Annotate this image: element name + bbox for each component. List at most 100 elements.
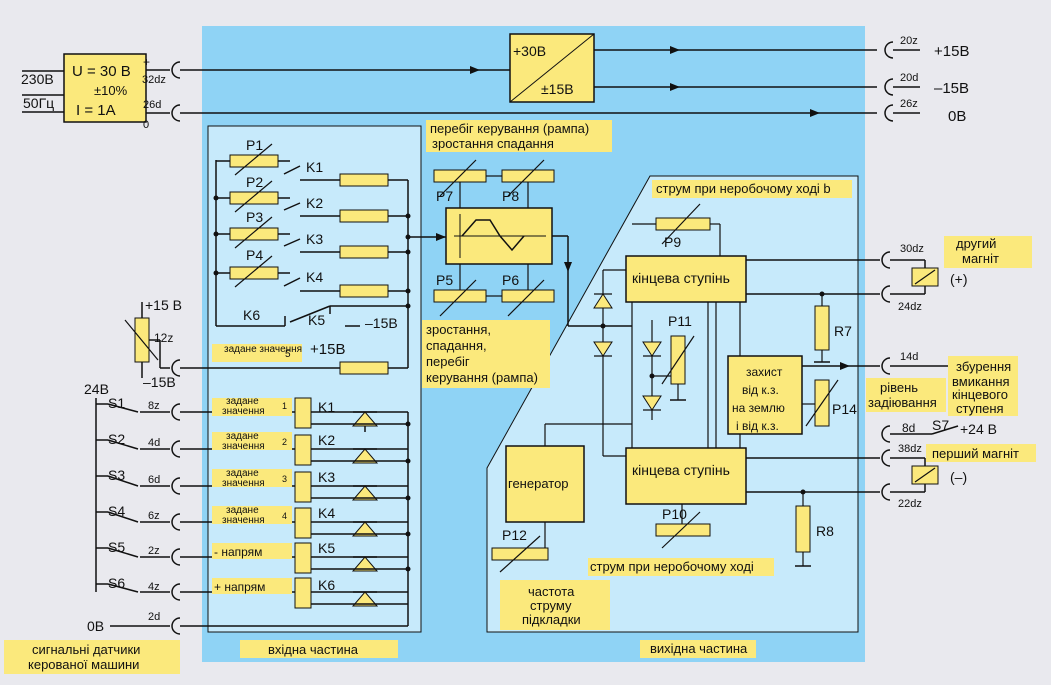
svg-text:5: 5 xyxy=(285,349,291,360)
svg-text:6z: 6z xyxy=(148,510,160,522)
svg-text:230В: 230В xyxy=(21,71,54,87)
switch-row-1: S1 8z задане значення 1 K1 xyxy=(96,395,411,432)
svg-text:значення: значення xyxy=(222,441,265,452)
svg-text:20d: 20d xyxy=(900,72,918,84)
svg-text:U = 30 В: U = 30 В xyxy=(72,63,131,80)
svg-text:зростання,: зростання, xyxy=(426,322,491,337)
svg-text:50Гц: 50Гц xyxy=(23,95,54,111)
input-section-caption: вхідна частина xyxy=(268,642,359,657)
svg-text:K4: K4 xyxy=(318,505,335,521)
svg-text:задане значення: задане значення xyxy=(224,344,302,355)
svg-text:K3: K3 xyxy=(318,469,335,485)
svg-text:на землю: на землю xyxy=(732,401,785,415)
svg-text:керування (рампа): керування (рампа) xyxy=(426,370,538,385)
svg-text:3: 3 xyxy=(282,474,287,484)
svg-text:0: 0 xyxy=(143,119,149,131)
svg-text:задане: задане xyxy=(226,468,259,479)
svg-text:S4: S4 xyxy=(108,503,125,519)
svg-text:R8: R8 xyxy=(816,523,834,539)
ramp-generator: перебіг керування (рампа) зростання спад… xyxy=(422,120,632,388)
svg-text:від к.з.: від к.з. xyxy=(742,383,779,397)
svg-text:спадання,: спадання, xyxy=(426,338,487,353)
switch-row-3: S3 6d задане значення 3 K3 xyxy=(96,467,411,503)
svg-text:S1: S1 xyxy=(108,395,125,411)
svg-text:+15 В: +15 В xyxy=(145,297,182,313)
svg-text:P14: P14 xyxy=(832,401,857,417)
svg-text:±10%: ±10% xyxy=(94,83,128,98)
power-supply: U = 30 В ±10% I = 1A + 0 230В 50Гц 32dz … xyxy=(21,53,181,131)
svg-text:+: + xyxy=(143,55,150,69)
svg-text:K4: K4 xyxy=(306,269,323,285)
switch-row-4: S4 6z задане значення 4 K4 xyxy=(96,503,411,539)
svg-text:0В: 0В xyxy=(87,618,104,634)
svg-text:2: 2 xyxy=(282,437,287,447)
svg-text:кінцева ступінь: кінцева ступінь xyxy=(632,462,730,478)
svg-text:P8: P8 xyxy=(502,188,519,204)
svg-text:зростання спадання: зростання спадання xyxy=(432,136,554,151)
svg-text:14d: 14d xyxy=(900,351,918,363)
svg-text:перебіг керування (рампа): перебіг керування (рампа) xyxy=(430,121,589,136)
svg-text:8d: 8d xyxy=(902,421,915,435)
svg-text:12z: 12z xyxy=(154,331,173,345)
supply-output-connectors: 20z +15В 20d –15В 26z 0В xyxy=(884,35,969,125)
svg-text:K6: K6 xyxy=(318,577,335,593)
svg-text:підкладки: підкладки xyxy=(522,612,581,627)
svg-text:S6: S6 xyxy=(108,575,125,591)
svg-text:генератор: генератор xyxy=(508,476,569,491)
svg-text:P1: P1 xyxy=(246,137,263,153)
svg-text:вмикання: вмикання xyxy=(952,374,1010,389)
svg-text:P5: P5 xyxy=(436,272,453,288)
svg-text:K2: K2 xyxy=(318,432,335,448)
svg-text:0В: 0В xyxy=(948,108,966,125)
svg-text:P6: P6 xyxy=(502,272,519,288)
svg-text:вихідна частина: вихідна частина xyxy=(650,641,748,656)
svg-text:4z: 4z xyxy=(148,581,160,593)
svg-text:магніт: магніт xyxy=(962,251,999,266)
svg-text:4d: 4d xyxy=(148,437,160,449)
svg-text:24В: 24В xyxy=(84,381,109,397)
svg-text:керованої машини: керованої машини xyxy=(28,657,139,672)
svg-text:+30В: +30В xyxy=(513,43,546,59)
svg-text:задане: задане xyxy=(226,396,259,407)
svg-text:20z: 20z xyxy=(900,35,918,47)
magnet-connectors: 30dz 24dz другий магніт (+) 14d збурення… xyxy=(881,236,1036,510)
svg-text:збурення: збурення xyxy=(956,359,1011,374)
svg-text:P3: P3 xyxy=(246,209,263,225)
svg-text:K6: K6 xyxy=(243,307,260,323)
svg-text:–15В: –15В xyxy=(934,80,969,97)
svg-text:P12: P12 xyxy=(502,527,527,543)
svg-text:R7: R7 xyxy=(834,323,852,339)
svg-text:26d: 26d xyxy=(143,99,161,111)
svg-text:38dz: 38dz xyxy=(898,443,922,455)
svg-text:значення: значення xyxy=(222,478,265,489)
input-switches: 24В S1 8z задане значення 1 K1 xyxy=(4,381,411,674)
svg-text:–15В: –15В xyxy=(365,315,398,331)
svg-text:1: 1 xyxy=(282,401,287,411)
svg-text:P2: P2 xyxy=(246,174,263,190)
svg-text:кінцевого: кінцевого xyxy=(952,387,1008,402)
svg-text:P9: P9 xyxy=(664,234,681,250)
svg-text:значення: значення xyxy=(222,406,265,417)
svg-text:S7: S7 xyxy=(932,417,949,433)
switch-row-5: S5 2z - напрям K5 xyxy=(96,539,411,574)
svg-text:+15В: +15В xyxy=(310,341,345,358)
switch-row-2: S2 4d задане значення 2 K2 xyxy=(96,431,411,466)
svg-text:перший магніт: перший магніт xyxy=(932,446,1019,461)
switch-row-6: S6 4z + напрям K6 xyxy=(96,575,408,609)
setpoint-potentiometers: P1 K1 P2 K2 P3 K3 xyxy=(180,137,446,375)
svg-text:струм при неробочому ході: струм при неробочому ході xyxy=(590,559,754,574)
svg-text:струму: струму xyxy=(530,598,572,613)
svg-text:S5: S5 xyxy=(108,539,125,555)
svg-text:K5: K5 xyxy=(308,312,325,328)
svg-text:2z: 2z xyxy=(148,545,160,557)
svg-text:4: 4 xyxy=(282,511,287,521)
svg-text:рівень: рівень xyxy=(880,380,918,395)
svg-text:задіювання: задіювання xyxy=(868,395,937,410)
svg-text:захист: захист xyxy=(746,365,783,379)
svg-text:8z: 8z xyxy=(148,400,160,412)
svg-text:K5: K5 xyxy=(318,540,335,556)
svg-text:перебіг: перебіг xyxy=(426,354,470,369)
svg-text:I = 1A: I = 1A xyxy=(76,102,116,119)
svg-text:S2: S2 xyxy=(108,431,125,447)
